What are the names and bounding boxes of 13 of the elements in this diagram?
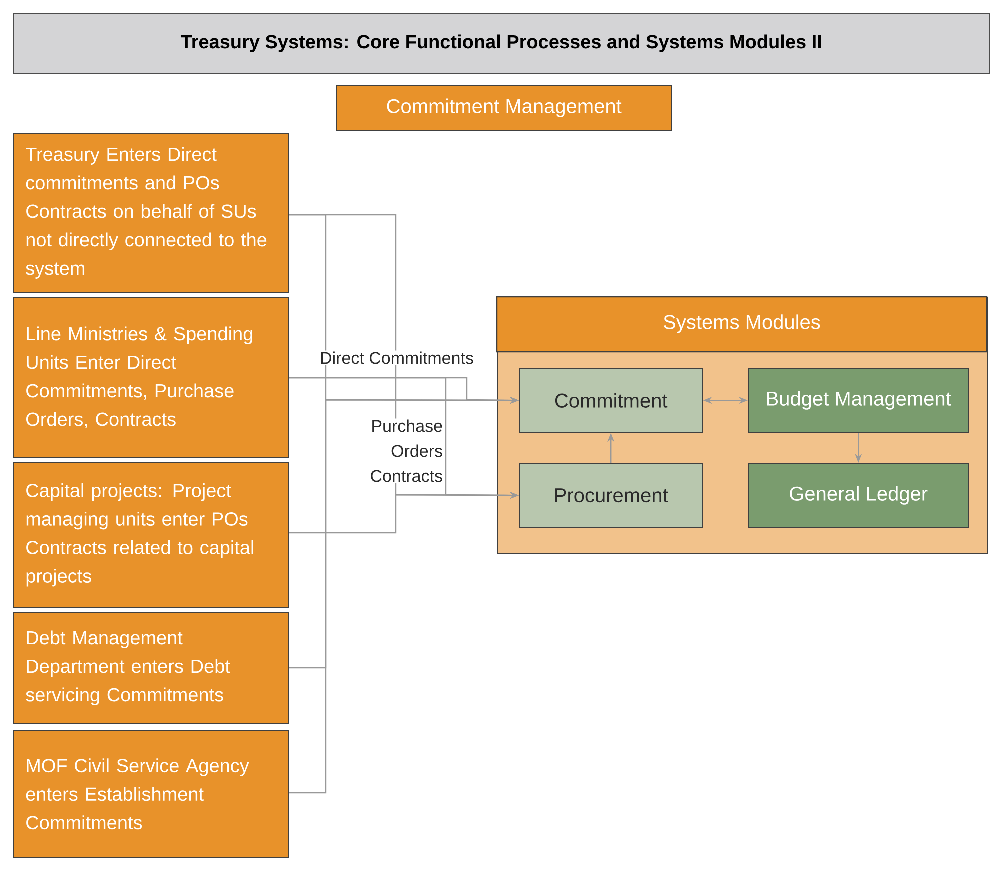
section-label: Commitment Management xyxy=(336,85,672,132)
process-box: Debt Management Department enters Debt servicing Commitments xyxy=(13,612,290,724)
edge-label: Purchase Orders Contracts xyxy=(352,418,444,484)
module-box: General Ledger xyxy=(748,463,970,528)
title-bar: Treasury Systems: Core Functional Processes and Systems Modules II xyxy=(13,13,990,74)
module-box: Commitment xyxy=(519,368,704,434)
module-box: Budget Management xyxy=(748,368,970,434)
process-box: Capital projects: Project managing units enter POs Contracts related to capital projects xyxy=(13,462,290,608)
process-box: MOF Civil Service Agency enters Establishment Commitments xyxy=(13,730,290,858)
edge-label: Direct Commitments xyxy=(319,350,475,366)
module-box: Procurement xyxy=(519,463,704,528)
process-box: Treasury Enters Direct commitments and POs Contracts on behalf of SUs not directly connected to the system xyxy=(13,133,290,294)
process-box: Line Ministries & Spending Units Enter Direct Commitments, Purchase Orders, Contracts xyxy=(13,297,290,458)
